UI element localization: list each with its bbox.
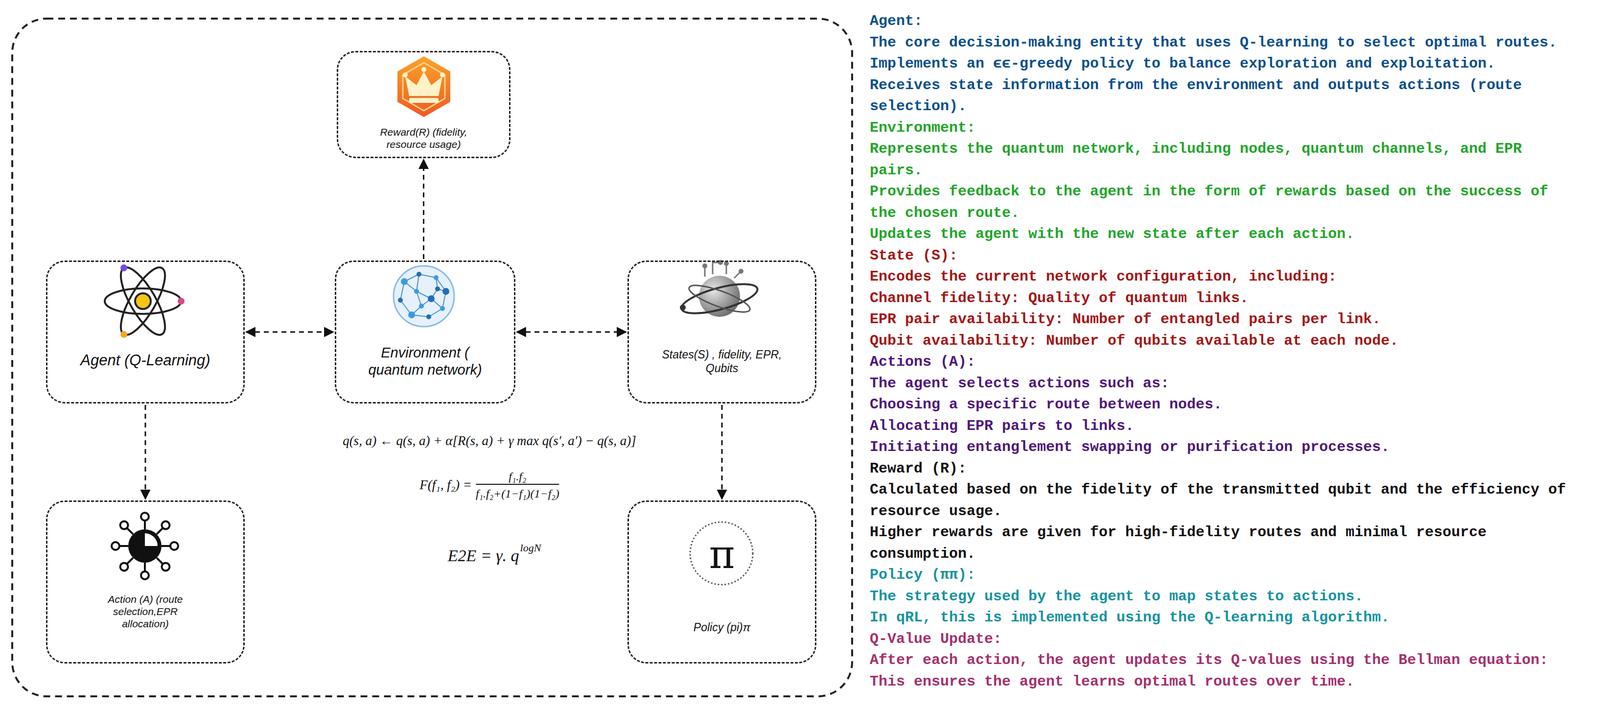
description-line: Provides feedback to the agent in the fo…	[869, 181, 1577, 224]
states-box: States(S) , fidelity, EPR, Qubits	[627, 260, 817, 404]
crown-icon	[397, 56, 451, 117]
hub-endpoint	[170, 541, 179, 550]
hub-endpoint	[140, 571, 149, 580]
hub-spoke	[119, 544, 129, 547]
description-line: Policy (ππ):	[869, 564, 1577, 586]
dashed-connector	[422, 159, 425, 259]
description-line: The core decision-making entity that use…	[869, 32, 1577, 54]
pi-symbol: π	[709, 534, 736, 575]
description-line: Agent:	[869, 10, 1577, 33]
hub-spoke	[126, 527, 134, 534]
dashed-connector	[516, 331, 627, 333]
hub-endpoint	[120, 562, 129, 571]
hub-icon	[111, 512, 179, 580]
policy-ring	[690, 521, 753, 585]
quantum-sphere-icon	[678, 259, 761, 320]
environment-box: Environment ( quantum network)	[334, 260, 516, 404]
description-line: State (S):	[869, 245, 1577, 267]
hub-spoke	[156, 557, 163, 564]
dashed-connector	[721, 404, 723, 499]
dashed-connector	[246, 331, 334, 333]
e2e-equation: E2E = γ. q	[447, 546, 520, 565]
description-line: Reward (R):	[869, 458, 1577, 480]
description-line: Choosing a specific route between nodes.	[869, 394, 1577, 416]
description-line: In qRL, this is implemented using the Q-…	[869, 606, 1577, 629]
dashed-connector	[144, 404, 147, 499]
node-label: States(S) , fidelity, EPR, Qubits	[657, 347, 788, 375]
exponent: logN	[520, 541, 542, 555]
description-line: Environment:	[869, 117, 1577, 140]
network-dot	[442, 287, 450, 295]
description-line: Q-Value Update:	[869, 628, 1577, 650]
hub-endpoint	[161, 562, 170, 571]
policy-box: πPolicy (pi)π	[627, 500, 817, 664]
description-line: Qubit availability: Number of qubits ava…	[869, 330, 1577, 352]
network-dot	[408, 311, 416, 319]
hub-spoke	[143, 562, 146, 572]
node-label: Reward(R) (fidelity, resource usage)	[360, 125, 488, 151]
network-dot	[440, 305, 445, 311]
description-column: Agent:The core decision-making entity th…	[869, 10, 1577, 693]
description-line: EPR pair availability: Number of entangl…	[869, 308, 1577, 331]
description-line: Implements an ϵϵ-greedy policy to balanc…	[869, 53, 1577, 75]
hub-spoke	[143, 520, 146, 530]
hub-spoke	[126, 557, 134, 564]
description-line: The strategy used by the agent to map st…	[869, 585, 1577, 608]
network-dot	[414, 288, 419, 294]
network-dot	[426, 314, 432, 320]
node-label: Environment ( quantum network)	[356, 344, 494, 379]
action-box: Action (A) (route selection,EPR allocati…	[46, 500, 245, 664]
description-line: Actions (A):	[869, 351, 1577, 373]
network-dot	[400, 278, 408, 285]
hub-endpoint	[161, 521, 170, 530]
description-line: Represents the quantum network, includin…	[869, 138, 1577, 182]
network-dot	[435, 286, 441, 292]
description-line: Receives state information from the envi…	[869, 74, 1577, 118]
description-line: The agent selects actions such as:	[869, 372, 1577, 395]
description-line: This ensures the agent learns optimal ro…	[869, 671, 1577, 693]
reward-box: Reward(R) (fidelity, resource usage)	[336, 50, 511, 159]
description-line: Initiating entanglement swapping or puri…	[869, 436, 1577, 459]
q-update-equation: q(s, a) ← q(s, a) + α[R(s, a) + γ max q(…	[342, 433, 637, 449]
denominator: f₁.f₂+(1−f₁)(1−f₂)	[475, 483, 560, 501]
fidelity-equation: F(f₁, f₂) =	[419, 477, 472, 493]
numerator: f₁.f₂	[508, 468, 527, 484]
description-line: Higher rewards are given for high-fideli…	[869, 521, 1577, 565]
network-link	[416, 274, 419, 292]
description-line: Channel fidelity: Quality of quantum lin…	[869, 287, 1577, 310]
description-line: Encodes the current network configuratio…	[869, 266, 1577, 288]
network-dot	[418, 303, 424, 309]
hub-endpoint	[111, 541, 120, 550]
description-line: Calculated based on the fidelity of the …	[869, 479, 1577, 522]
node-label: Agent (Q-Learning)	[80, 350, 210, 370]
network-icon	[393, 265, 455, 327]
description-line: Allocating EPR pairs to links.	[869, 415, 1577, 438]
network-dot	[397, 297, 403, 303]
description-line: Updates the agent with the new state aft…	[869, 223, 1577, 246]
hub-spoke	[156, 527, 163, 534]
network-link	[418, 274, 437, 278]
hub-spoke	[161, 544, 171, 547]
hub-endpoint	[120, 521, 129, 530]
equation-line: q(s, a) ← q(s, a) + α[R(s, a) + γ max q(…	[342, 433, 637, 449]
outer-frame	[12, 18, 853, 696]
agent-box: Agent (Q-Learning)	[46, 260, 245, 404]
network-dot	[416, 271, 422, 277]
fraction: f₁.f₂ f₁.f₂+(1−f₁)(1−f₂)	[475, 468, 560, 501]
hub-endpoint	[140, 512, 149, 521]
node-label: Action (A) (route selection,EPR allocati…	[93, 592, 197, 630]
equation-line: F(f₁, f₂) = f₁.f₂ f₁.f₂+(1−f₁)(1−f₂)	[419, 468, 559, 501]
network-dot	[427, 295, 435, 302]
atom-icon	[104, 261, 185, 341]
fraction-denominator: f₁.f₂+(1−f₁)(1−f₂)	[475, 486, 560, 500]
network-dot	[433, 275, 439, 280]
equation-line: E2E = γ. qlogN	[447, 546, 542, 565]
node-label: Policy (pi)π	[693, 620, 751, 635]
fraction-numerator: f₁.f₂	[508, 469, 527, 483]
description-line: After each action, the agent updates its…	[869, 649, 1577, 672]
